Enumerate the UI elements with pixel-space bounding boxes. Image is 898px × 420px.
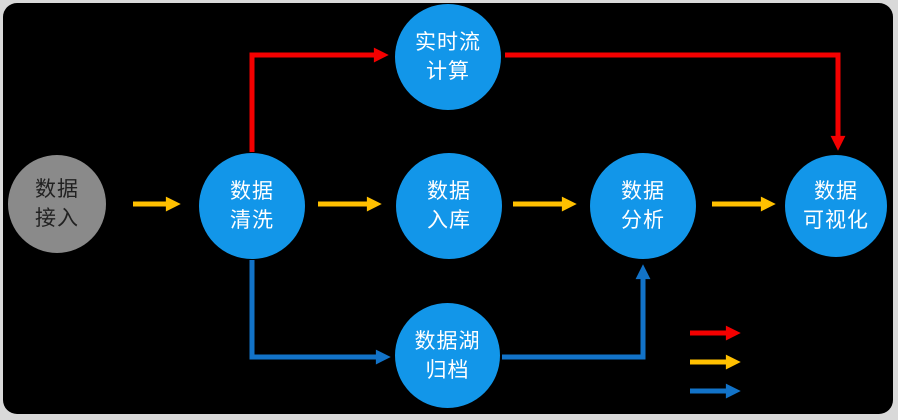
node-data-storage: 数据 入库 xyxy=(396,153,502,259)
node-data-visualization: 数据 可视化 xyxy=(785,155,887,257)
node-data-analysis-label: 数据 分析 xyxy=(621,179,665,232)
node-data-lake-archive: 数据湖 归档 xyxy=(395,303,500,408)
node-data-cleaning: 数据 清洗 xyxy=(199,153,305,259)
node-data-ingest-label: 数据 接入 xyxy=(35,177,79,230)
node-data-cleaning-label: 数据 清洗 xyxy=(230,179,274,232)
node-data-storage-label: 数据 入库 xyxy=(427,179,471,232)
node-data-analysis: 数据 分析 xyxy=(590,153,696,259)
node-realtime-stream-computing: 实时流 计算 xyxy=(395,4,501,110)
node-data-lake-archive-label: 数据湖 归档 xyxy=(414,328,481,382)
node-data-visualization-label: 数据 可视化 xyxy=(803,179,869,232)
node-realtime-stream-computing-label: 实时流 计算 xyxy=(415,30,481,83)
node-data-ingest: 数据 接入 xyxy=(8,155,106,253)
